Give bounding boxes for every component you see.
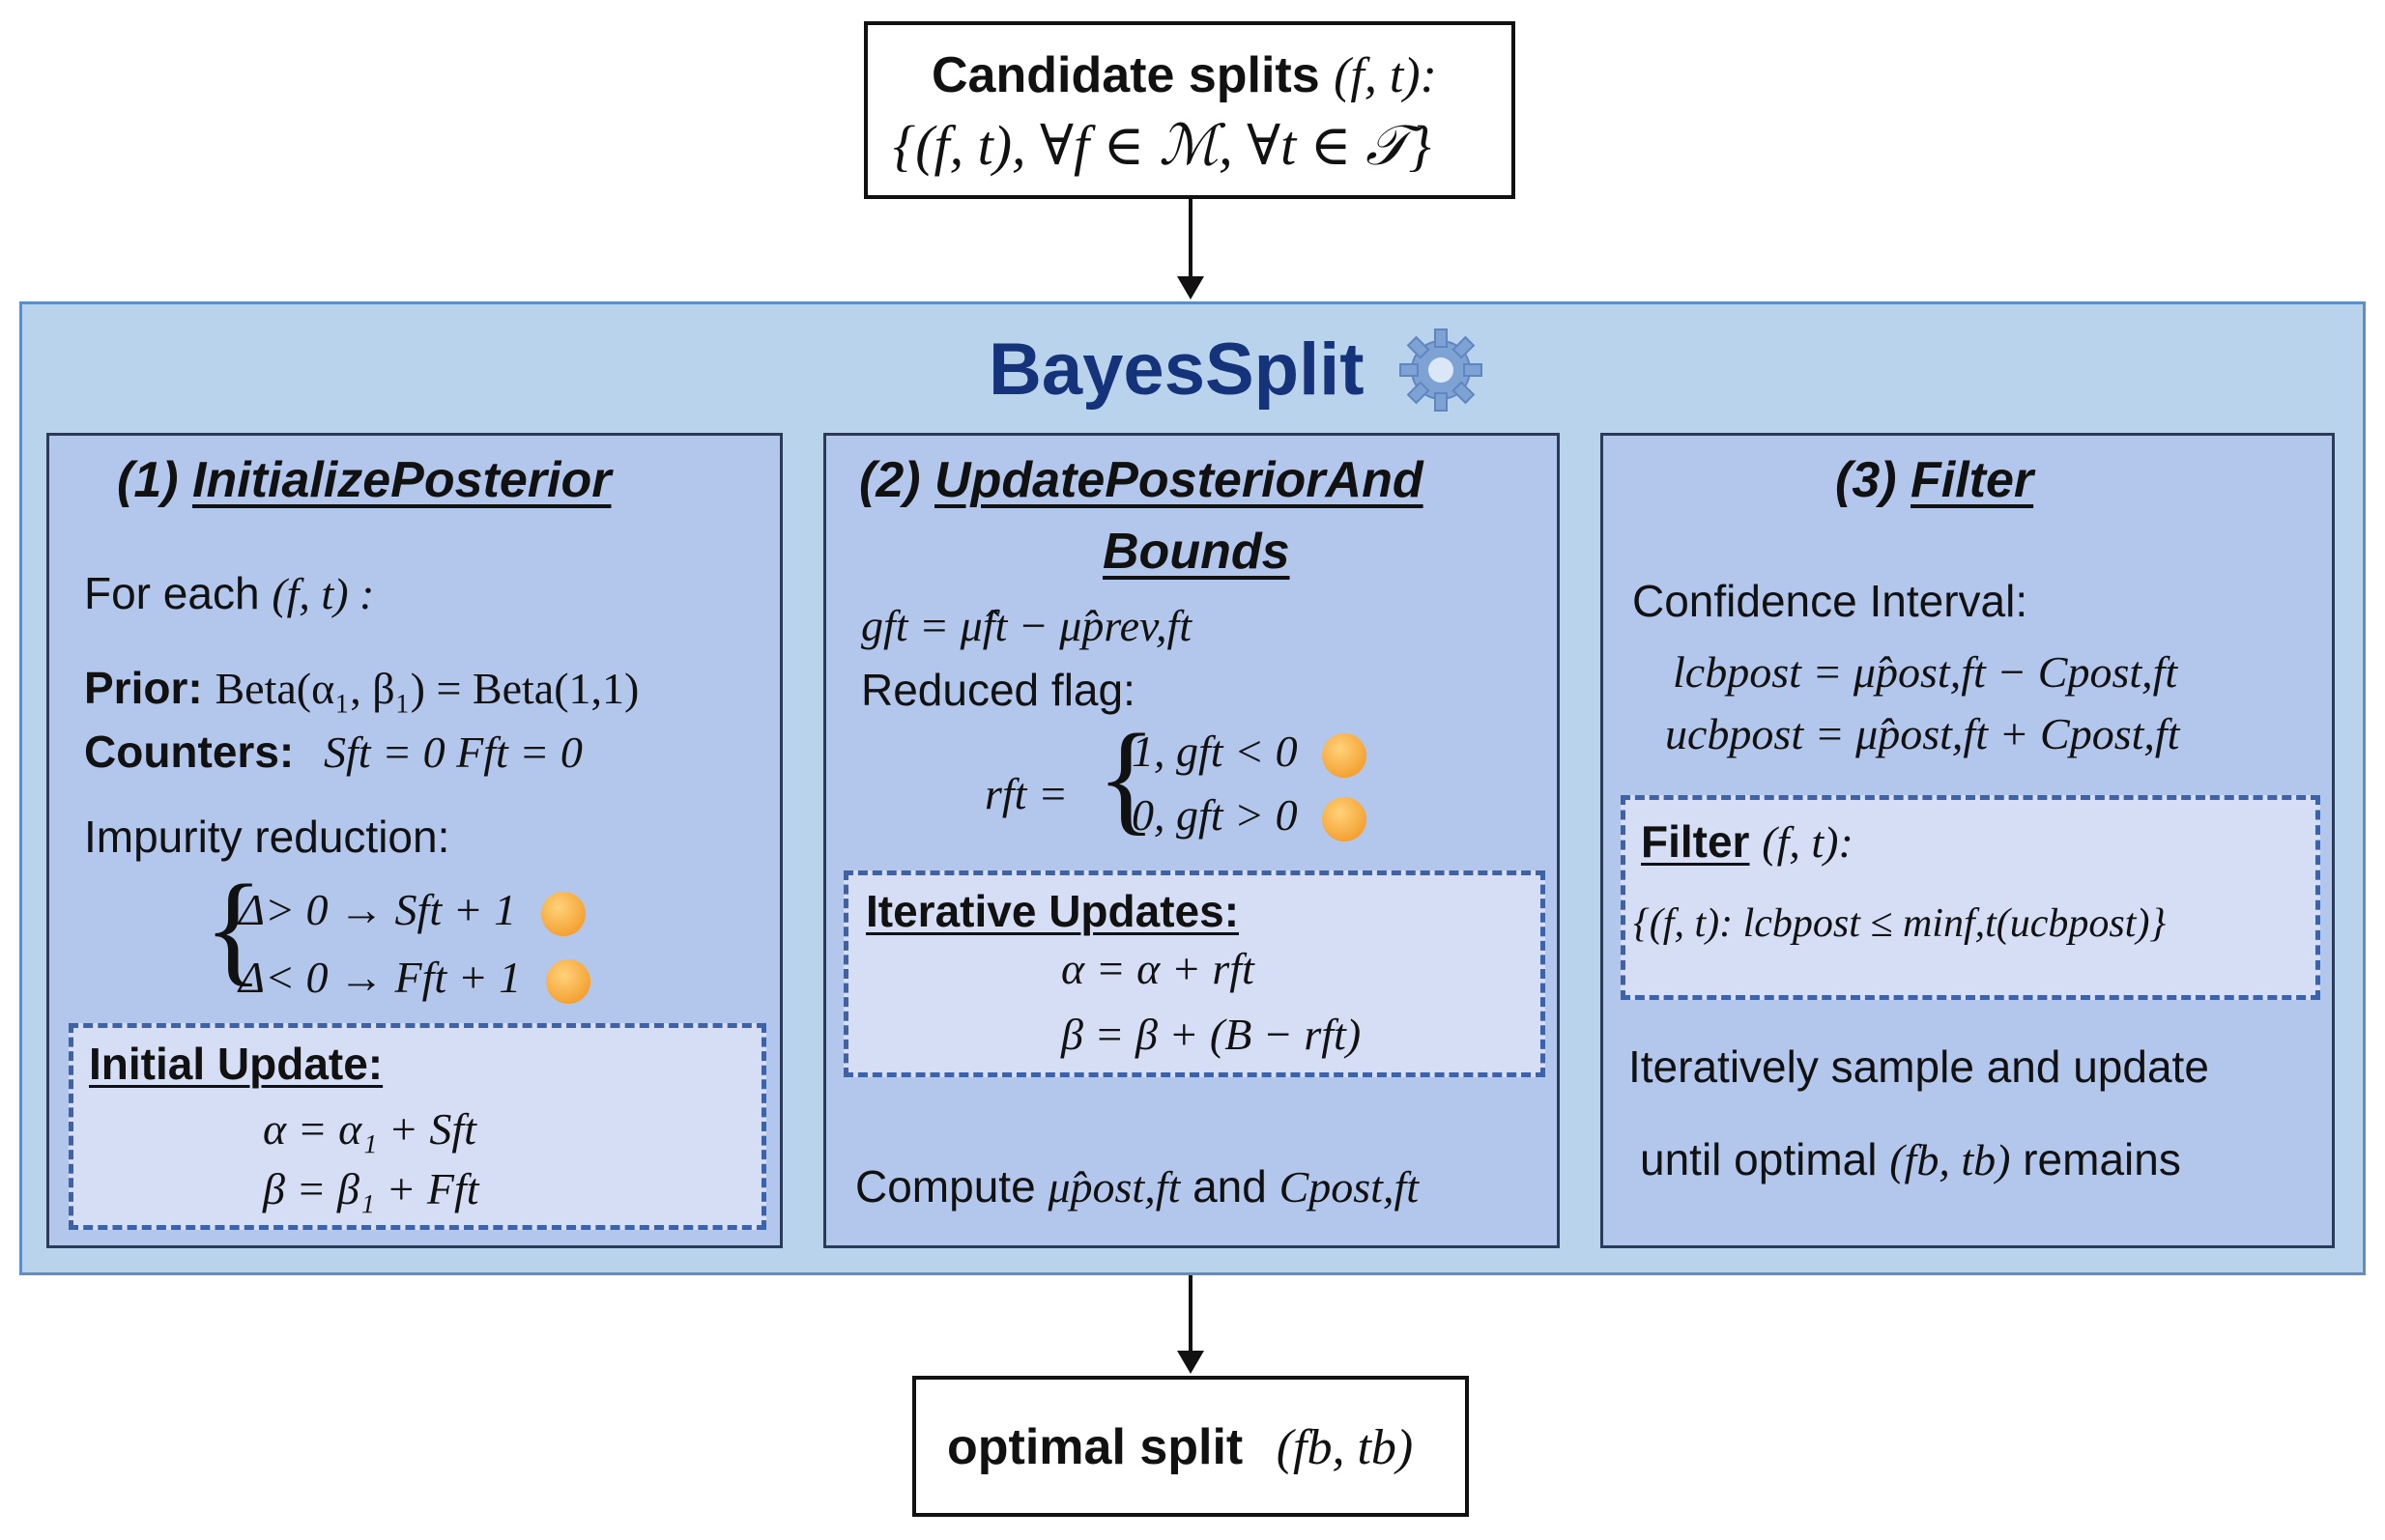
iterative-updates-title: Iterative Updates: [866,886,1240,936]
iterate-line2-math: (fb, tb) [1889,1135,2011,1184]
ucb-formula: ucbpost = μ̂post,ft + Cpost,ft [1665,709,2180,758]
candidate-splits-box: Candidate splits (f, t): {(f, t), ∀f ∈ ℳ… [864,21,1515,199]
prior-label: Prior: [84,663,203,713]
panel2-heading-line2: Bounds [1103,524,1290,580]
impurity-case-negative: Δ< 0 → Fft + 1 [239,953,522,1002]
initial-update-beta: β = β₁ + Fft [263,1164,479,1213]
for-each-math: (f, t) : [272,569,375,618]
grinning-face-icon [540,892,586,937]
bayessplit-title: BayesSplit [989,328,1365,411]
r-case-one: 1, gft < 0 [1132,727,1298,776]
iterate-line1: Iteratively sample and update [1628,1041,2209,1092]
filter-title: Filter [1641,816,1750,867]
optimal-split-label: optimal split [947,1419,1244,1475]
confidence-interval-label: Confidence Interval: [1632,576,2028,626]
iterate-line2-prefix: until optimal [1640,1134,1878,1184]
panel2-number: (2) [859,452,921,508]
optimal-split-math: (fb, tb) [1276,1420,1414,1475]
sad-face-icon [545,959,590,1005]
initial-update-title: Initial Update: [89,1039,384,1089]
panel-initialize-posterior: (1) InitializePosterior For each (f, t) … [46,433,783,1248]
panel-update-posterior: (2) UpdatePosteriorAnd Bounds gft = μ̂ft… [823,433,1560,1248]
iterate-line2-suffix: remains [2023,1134,2181,1184]
counters-math: Sft = 0 Fft = 0 [324,727,583,777]
panel1-number: (1) [117,452,179,508]
panel3-heading: Filter [1911,452,2034,508]
filter-box: Filter (f, t): {(f, t): lcbpost ≤ minf,t… [1621,795,2320,1000]
compute-mu: μ̂post,ft [1048,1162,1181,1212]
prior-math: Beta(α₁, β₁) = Beta(1,1) [215,664,640,713]
lcb-formula: lcbpost = μ̂post,ft − Cpost,ft [1673,647,2178,697]
g-formula: gft = μ̂ft − μ̂prev,ft [861,601,1192,650]
compute-prefix: Compute [855,1161,1036,1212]
filter-set: {(f, t): lcbpost ≤ minf,t(ucbpost)} [1633,901,2167,946]
panel2-heading-line1: UpdatePosteriorAnd [934,452,1423,508]
impurity-brace: { [204,860,264,997]
gear-icon [1399,328,1482,412]
iterative-updates-box: Iterative Updates: α = α + rft β = β + (… [844,870,1545,1077]
panel1-heading: InitializePosterior [192,452,612,508]
sad-face-icon [1322,797,1367,842]
filter-math: (f, t): [1762,817,1853,867]
panel3-number: (3) [1835,452,1897,508]
candidate-splits-math: (f, t): [1334,48,1437,103]
compute-and: and [1192,1161,1267,1212]
panel-filter: (3) Filter Confidence Interval: lcbpost … [1600,433,2335,1248]
r-lhs: rft = [985,769,1069,818]
iterative-alpha: α = α + rft [1061,944,1254,993]
compute-c: Cpost,ft [1279,1162,1420,1212]
initial-update-box: Initial Update: α = α₁ + Sft β = β₁ + Ff… [69,1023,766,1230]
r-case-zero: 0, gft > 0 [1132,790,1298,840]
impurity-label: Impurity reduction: [84,812,450,862]
grinning-face-icon [1322,733,1367,779]
iterative-beta: β = β + (B − rft) [1061,1010,1362,1059]
counters-label: Counters: [84,727,295,777]
for-each-label: For each [84,568,260,618]
reduced-flag-label: Reduced flag: [861,665,1135,715]
candidate-set-math: {(f, t), ∀f ∈ ℳ, ∀t ∈ 𝒯} [893,114,1431,177]
candidate-splits-label: Candidate splits [932,47,1320,103]
initial-update-alpha: α = α₁ + Sft [263,1104,476,1154]
optimal-split-box: optimal split (fb, tb) [912,1376,1469,1517]
r-brace: { [1097,709,1157,846]
impurity-case-positive: Δ> 0 → Sft + 1 [239,885,517,934]
